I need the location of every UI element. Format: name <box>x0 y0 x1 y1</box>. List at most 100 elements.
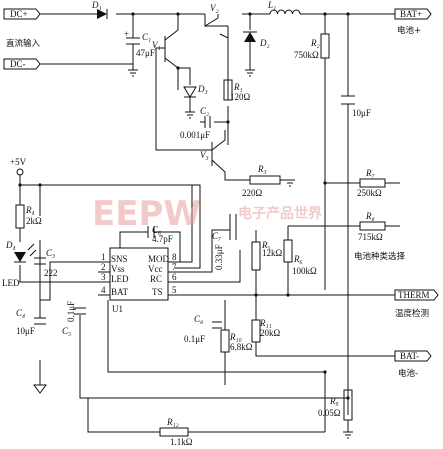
wire-r2 <box>324 14 400 290</box>
r10-value: 6.8kΩ <box>230 342 253 352</box>
port-bat-plus: BAT+ <box>394 8 432 20</box>
wire-c7 <box>229 214 237 240</box>
r3-value: 220Ω <box>242 188 263 198</box>
v2-label: V₂ <box>210 3 219 13</box>
c1-label: C₁ <box>142 32 151 42</box>
led-label: LED <box>2 278 20 288</box>
c4-value: 10μF <box>16 326 35 336</box>
port-dc-minus: DC- <box>3 58 41 70</box>
c8-label: C₈ <box>194 314 203 324</box>
cout-value: 10μF <box>352 108 371 118</box>
pin-mod: MOD <box>148 254 170 264</box>
c8-value: 0.1μF <box>184 334 205 344</box>
r3-label: R₃ <box>257 164 267 174</box>
resistor-r6: R₆ 100kΩ <box>283 239 317 276</box>
pin-num-1: 1 <box>101 252 106 262</box>
v3-label: V₃ <box>200 150 209 160</box>
wire-ic-pins <box>98 261 185 296</box>
watermark-text: 电子产品世界 <box>238 205 323 222</box>
pin-bat: BAT <box>111 287 129 297</box>
c2-value: 0.001μF <box>180 130 210 140</box>
battery-type-select-label: 电池种类选择 <box>354 251 406 262</box>
ic-u1: SNS Vss LED BAT MOD Vcc RC TS 1 2 3 4 8 … <box>101 247 177 314</box>
capacitor-c1: + C₁ 47μF <box>124 29 155 58</box>
transistor-v2: V₂ <box>210 3 219 13</box>
r11-label: R₁₁ <box>259 318 272 328</box>
watermark-logo: EEPW 电子产品世界 <box>92 194 323 234</box>
battery-plus-label: 电池+ <box>397 25 421 36</box>
pin-num-2: 2 <box>101 262 106 272</box>
resistor-r10: R₁₀ 6.8kΩ <box>220 329 253 353</box>
v1-label: V₁ <box>152 40 161 50</box>
c4-label: C₄ <box>16 308 25 318</box>
pin-ts: TS <box>152 287 163 297</box>
ground-symbols <box>33 69 353 439</box>
r6-value: 100kΩ <box>292 266 317 276</box>
pin-num-6: 6 <box>172 272 177 282</box>
d2-label: D₂ <box>259 38 270 48</box>
r5-label: R₅ <box>261 240 271 250</box>
c3-label: C₃ <box>46 248 55 258</box>
wire-led <box>19 240 98 385</box>
d1-label: D₁ <box>91 0 102 10</box>
resistor-r7: R₇ 250kΩ <box>357 168 386 198</box>
capacitor-c5: C₅ 0.1μF <box>62 301 86 336</box>
capacitor-cout: 10μF <box>341 95 371 118</box>
resistor-r5: R₅ 12kΩ <box>251 240 283 271</box>
port-therm: THERM <box>394 289 439 301</box>
r7-value: 250kΩ <box>357 188 382 198</box>
r12-value: 1.1kΩ <box>170 437 193 447</box>
capacitor-c4: C₄ 10μF <box>16 308 46 336</box>
r8-value: 715kΩ <box>358 232 383 242</box>
wire-bottom <box>79 300 348 433</box>
r11-value: 20kΩ <box>260 328 281 338</box>
port-therm-label: THERM <box>398 290 430 300</box>
port-dc-plus-label: DC+ <box>10 9 28 19</box>
pin-num-4: 4 <box>101 285 106 295</box>
r2-value: 750kΩ <box>294 50 319 60</box>
capacitor-c3: C₃ 222 <box>34 248 58 278</box>
transistor-v3: V₃ <box>200 150 209 160</box>
pin-vss: Vss <box>111 264 125 274</box>
port-bat-plus-label: BAT+ <box>400 9 422 19</box>
resistor-r8: R₈ 715kΩ <box>358 211 386 242</box>
wire-d3 <box>178 67 191 112</box>
d4-label: D₄ <box>5 240 16 250</box>
r6-label: R₆ <box>293 254 303 264</box>
supply-5v-label: +5V <box>10 157 27 167</box>
junction-dots <box>18 12 350 400</box>
resistor-r12: R₁₂ 1.1kΩ <box>159 417 193 447</box>
c7-value: 0.33μF <box>214 244 224 270</box>
transistor-v1: V₁ <box>152 36 166 62</box>
pin-num-7: 7 <box>172 262 177 272</box>
pin-num-8: 8 <box>172 252 177 262</box>
c1-plus: + <box>124 29 129 39</box>
r2-label: R₂ <box>310 38 320 48</box>
c1-value: 47μF <box>136 48 155 58</box>
pin-sns: SNS <box>111 254 128 264</box>
r8-label: R₈ <box>365 211 375 221</box>
c6-label: C₆ <box>152 225 161 235</box>
port-bat-minus-label: BAT- <box>400 351 419 361</box>
diode-d1: D₁ <box>91 0 108 19</box>
pin-led: LED <box>111 274 129 284</box>
pin-vcc: Vcc <box>148 264 163 274</box>
c7-label: C₇ <box>212 231 221 241</box>
pin-rc: RC <box>150 274 162 284</box>
r7-label: R₇ <box>365 168 375 178</box>
capacitor-c2: C₂ 0.001μF <box>180 106 211 140</box>
wire-r8 <box>287 225 400 240</box>
supply-5v: +5V <box>10 157 27 176</box>
battery-minus-label: 电池- <box>398 368 418 379</box>
wire-vcc <box>185 229 241 283</box>
resistor-r9: R₉ 0.05Ω <box>318 389 353 421</box>
c5-label: C₅ <box>62 326 71 336</box>
r1-label: R₁ <box>233 82 243 92</box>
pin-num-3: 3 <box>101 272 106 282</box>
resistor-r3: R₃ 220Ω <box>242 164 281 198</box>
r9-label: R₉ <box>329 396 339 406</box>
diode-d3: D₃ <box>183 84 208 98</box>
wire-c6 <box>119 231 181 262</box>
wire-5v <box>19 175 201 269</box>
